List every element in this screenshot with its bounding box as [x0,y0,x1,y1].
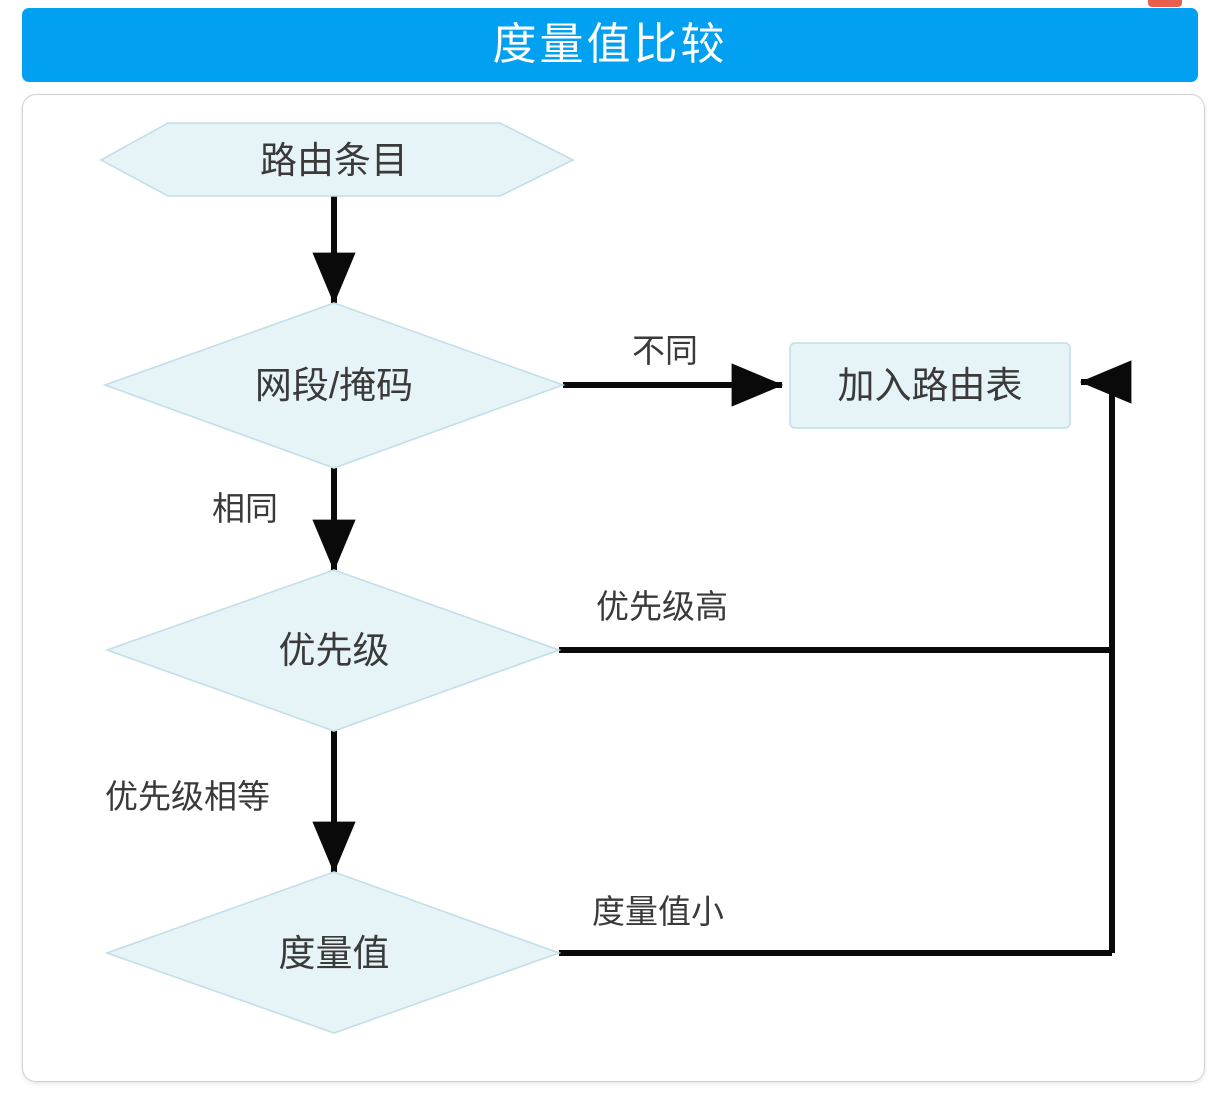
flowchart-card [22,94,1205,1082]
page-title: 度量值比较 [492,20,728,69]
corner-badge [1148,0,1182,7]
header-banner: 度量值比较 [22,8,1198,82]
